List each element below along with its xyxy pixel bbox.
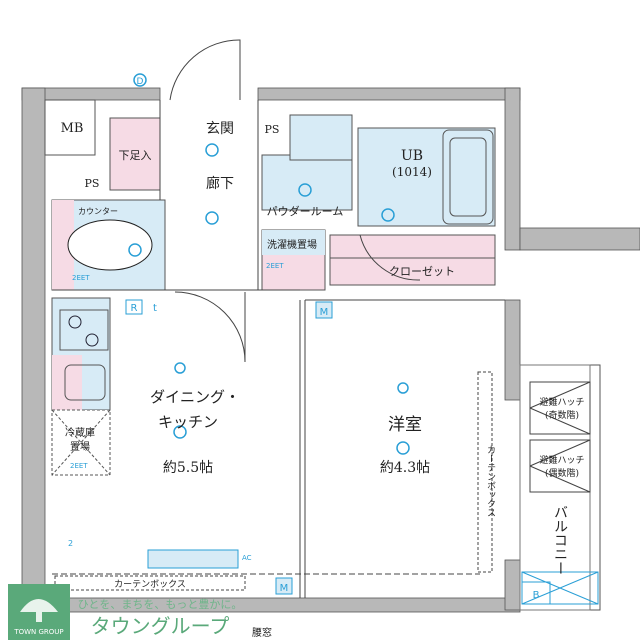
wash-basin [289, 114, 353, 161]
label-powder-room: パウダールーム [267, 204, 344, 218]
meter-dk-symbol: M [320, 307, 329, 318]
toilet [67, 219, 153, 271]
phone-symbol: t [153, 303, 157, 314]
label-dk-2: キッチン [158, 413, 218, 431]
brand-en: TOWN GROUP [13, 628, 63, 636]
balcony [519, 364, 601, 611]
outlet-2eet-laundry: 2EET [266, 262, 284, 270]
meter-room-box [275, 577, 293, 595]
ceiling-lights [128, 73, 410, 455]
label-fridge-2: 置場 [70, 440, 90, 453]
shoe-closet [109, 117, 161, 191]
mb-room [44, 99, 96, 156]
label-unit-bath: UB [401, 148, 423, 164]
label-hatch-even-2: (偶数階) [545, 467, 579, 479]
label-mb: MB [61, 121, 84, 136]
remote-box [125, 299, 143, 315]
outlet-2eet-fridge: 2EET [70, 462, 88, 470]
label-counter: カウンター [78, 207, 118, 216]
remote-symbol: R [131, 303, 138, 314]
label-ps-top: PS [265, 123, 280, 136]
label-hatch-odd-1: 避難ハッチ [539, 396, 584, 408]
ac-symbol: AC [242, 554, 252, 562]
bathtub [442, 129, 494, 225]
brand-jp: タウングループ [91, 614, 230, 638]
label-hatch-odd-2: (奇数階) [545, 409, 579, 421]
meter-room-symbol: M [280, 583, 289, 594]
label-curtain-box-right: カーテンボックス [485, 445, 496, 517]
closet [329, 234, 496, 286]
evacuation-hatch-odd [529, 381, 591, 435]
breaker-box [521, 571, 599, 605]
slogan: ひとを、まちを、もっと豊かに。 [78, 598, 243, 611]
label-hallway: 廊下 [206, 175, 234, 192]
label-western-size: 約4.3帖 [380, 460, 430, 476]
label-closet: クローゼット [389, 265, 455, 278]
label-laundry: 洗濯機置場 [267, 238, 317, 251]
label-ps-left: PS [85, 177, 100, 190]
label-waist-window: 腰窓 [252, 626, 272, 639]
label-balcony: バルコニー [552, 505, 568, 575]
evacuation-hatch-even [529, 439, 591, 493]
label-dk-1: ダイニング・ [150, 388, 240, 406]
outlet-2-symbol: 2 [68, 539, 73, 548]
label-curtain-box-bottom: カーテンボックス [114, 579, 186, 590]
powder-room [261, 154, 353, 211]
label-fridge-1: 冷蔵庫 [65, 426, 95, 439]
label-unit-bath-size: (1014) [392, 165, 432, 179]
outlet-2eet-toilet: 2EET [72, 274, 90, 282]
watermark: TOWN GROUP ひとを、まちを、もっと豊かに。 タウングループ [8, 584, 242, 640]
label-hatch-even-1: 避難ハッチ [539, 454, 584, 466]
doorbell-symbol: D [137, 77, 144, 87]
stove [59, 309, 109, 351]
meter-dk-box [315, 301, 333, 319]
label-western-room: 洋室 [388, 415, 422, 435]
label-shoe-closet: 下足入 [119, 149, 152, 162]
label-dk-size: 約5.5帖 [163, 460, 213, 476]
breaker-symbol: B [533, 590, 540, 601]
sink [64, 364, 106, 401]
unit-bath [357, 127, 496, 227]
air-conditioner [147, 549, 239, 569]
label-entrance: 玄関 [206, 120, 234, 137]
